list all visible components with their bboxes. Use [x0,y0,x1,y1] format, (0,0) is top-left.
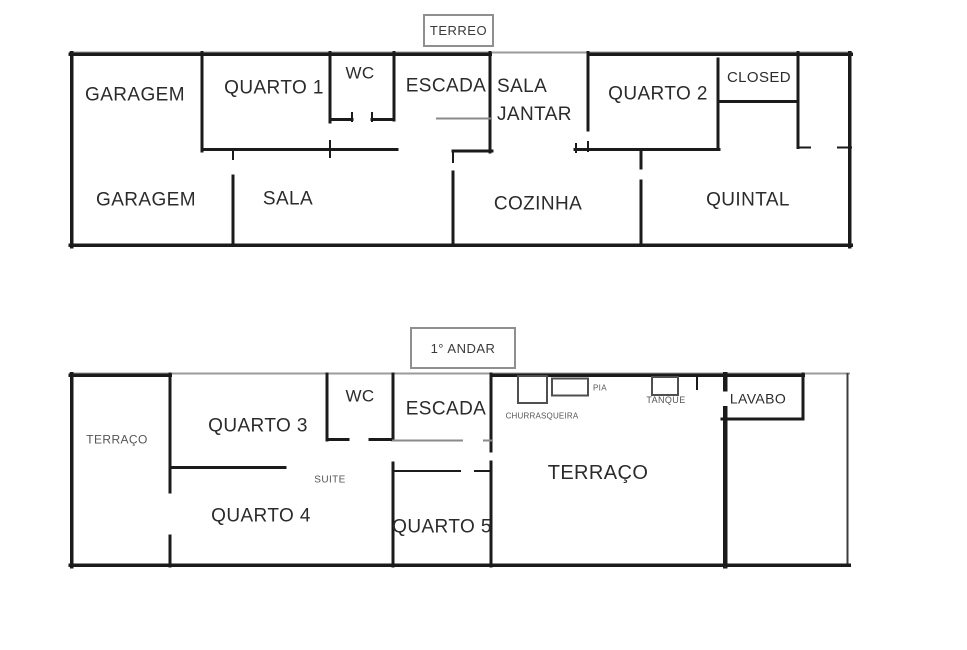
first-floor-title: 1° ANDAR [430,340,496,356]
room-label-quarto3: QUARTO 3 [208,415,308,437]
room-label-closed: CLOSED [726,68,792,86]
room-label-terraco-main: TERRAÇO [547,462,649,484]
pia-fixture [551,377,589,397]
andar1-walls [68,371,851,569]
room-label-sala: SALA [262,188,314,210]
room-label-escada-terreo: ESCADA [405,75,487,97]
room-label-quarto5: QUARTO 5 [392,516,492,538]
room-label-wc-andar1: WC [345,386,375,406]
fixture-label-pia: PIA [592,383,608,393]
terreo-title-box: TERREO [423,14,494,47]
sala-jantar-line1: SALA [497,76,548,97]
room-label-quarto2: QUARTO 2 [608,83,708,105]
first-floor-title-box: 1° ANDAR [410,327,516,369]
terreo-title: TERREO [429,23,488,38]
room-label-quarto1: QUARTO 1 [224,77,324,99]
room-label-quintal: QUINTAL [706,189,790,211]
room-label-lavabo: LAVABO [729,390,787,407]
terreo-walls [68,50,853,249]
room-label-quarto4: QUARTO 4 [211,505,311,527]
room-label-sala-jantar: SALA JANTAR [497,73,572,129]
room-label-wc-terreo: WC [345,63,375,83]
fixture-label-tanque: TANQUE [646,395,686,406]
room-label-garagem-bottom: GARAGEM [96,189,196,211]
room-label-escada-andar1: ESCADA [405,398,487,420]
room-label-terraco-small: TERRAÇO [86,432,148,447]
room-label-cozinha: COZINHA [493,193,583,215]
room-label-suite: SUITE [314,474,346,486]
tanque-fixture [651,376,679,396]
sala-jantar-line2: JANTAR [497,104,572,125]
churrasqueira-fixture [517,375,548,404]
fixture-label-churrasqueira: CHURRASQUEIRA [505,411,579,421]
room-label-garagem-top: GARAGEM [85,84,185,106]
